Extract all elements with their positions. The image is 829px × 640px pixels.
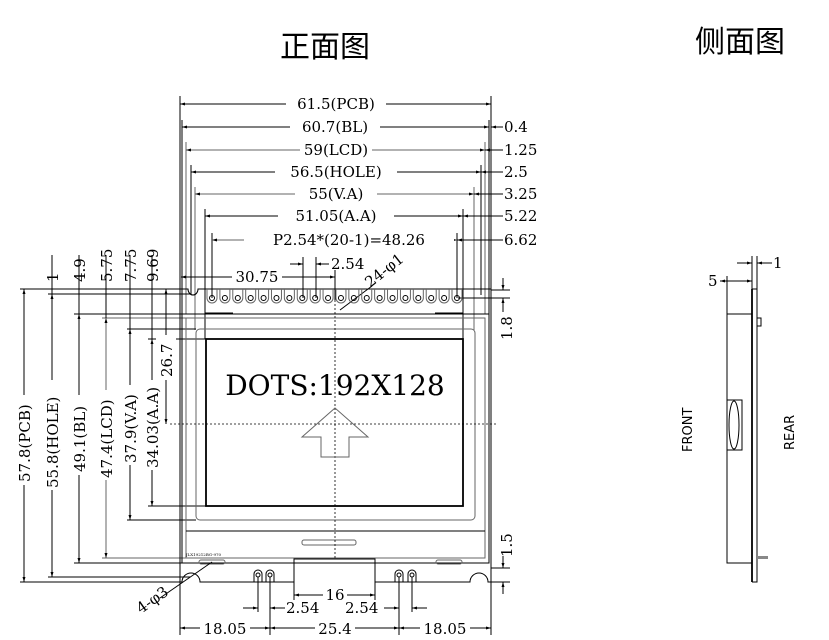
- pin-hole: [260, 295, 267, 301]
- pin-hole: [221, 295, 228, 301]
- left-dimensions: 57.8(PCB) 55.8(HOLE) 49.1(BL) 47.4(LCD) …: [14, 249, 206, 583]
- pin-pad: [258, 289, 270, 304]
- dim-pitch-right: 2.54: [345, 599, 378, 617]
- bottom-pins: [253, 569, 417, 582]
- dim-pin-offset: 30.75: [236, 268, 279, 286]
- pin-hole: [247, 295, 254, 301]
- pin-hole: [363, 295, 370, 301]
- dim-side-pcb: 1: [773, 254, 783, 272]
- dim-bottom-mid: 25.4: [318, 620, 351, 638]
- dim-offset-3: 5.75: [98, 249, 116, 282]
- pin-hole: [402, 295, 409, 301]
- side-view: 5 1 FRONT REAR: [681, 254, 798, 583]
- pin-pad: [387, 289, 399, 304]
- pin-row: [206, 289, 463, 304]
- pin-hole: [234, 295, 241, 301]
- dim-right-4: 5.22: [504, 207, 537, 225]
- pin-pad: [322, 289, 334, 304]
- pin-pad: [296, 289, 308, 304]
- pin-pad: [361, 289, 373, 304]
- dim-side-thickness: 5: [708, 272, 718, 290]
- pin-pad: [283, 289, 295, 304]
- dim-bl-width: 60.7(BL): [302, 118, 368, 136]
- pin-hole: [376, 295, 383, 301]
- dim-hole-height: 55.8(HOLE): [44, 397, 62, 488]
- right-dimensions: 0.4 1.25 2.5 3.25 5.22 6.62 1.8 1.5: [457, 118, 537, 594]
- pin-pad: [374, 289, 386, 304]
- dim-right-5: 6.62: [504, 231, 537, 249]
- dim-slot-width: 16: [325, 586, 344, 604]
- dim-pitch-left: 2.54: [286, 599, 319, 617]
- dim-bottom-left: 18.05: [204, 620, 247, 638]
- dim-lcd-width: 59(LCD): [304, 141, 368, 159]
- dim-pcb-width: 61.5(PCB): [297, 95, 375, 113]
- rear-label: REAR: [783, 415, 798, 450]
- pin-hole: [209, 295, 215, 301]
- bottom-dimensions: 18.05 25.4 18.05 16 2.54 2.54 4-φ3: [133, 561, 492, 638]
- dim-bottom-offset: 1.5: [498, 533, 516, 557]
- pin-hole: [415, 295, 422, 301]
- display-resolution-label: DOTS:192X128: [225, 369, 445, 402]
- pin-hole: [273, 295, 280, 301]
- dim-offset-2: 4.9: [71, 258, 89, 282]
- dim-mount-holes: 4-φ3: [133, 583, 172, 618]
- pin-pad: [412, 289, 424, 304]
- dim-hole-width: 56.5(HOLE): [290, 163, 381, 181]
- dim-right-1: 1.25: [504, 141, 537, 159]
- module-front-view: DOTS:192X128 JLX19212BG-970: [170, 280, 496, 583]
- front-label: FRONT: [681, 408, 696, 452]
- dim-offset-1: 1: [44, 272, 62, 282]
- dim-center-height: 26.7: [158, 344, 176, 377]
- pin-hole: [389, 295, 396, 301]
- dim-lcd-height: 47.4(LCD): [98, 399, 116, 478]
- part-number-label: JLX19212BG-970: [185, 552, 222, 557]
- pin-pad: [206, 289, 218, 304]
- pin-hole: [299, 295, 306, 301]
- pin-hole: [325, 295, 332, 301]
- dim-va-width: 55(V.A): [309, 185, 364, 203]
- pin-hole: [286, 295, 293, 301]
- pin-hole: [428, 295, 435, 301]
- front-view-title: 正面图: [280, 30, 370, 65]
- pin-pad: [309, 289, 321, 304]
- pin-hole: [312, 295, 319, 301]
- dim-offset-4: 7.75: [122, 249, 140, 282]
- pin-pad: [438, 289, 450, 304]
- pin-pad: [335, 289, 347, 304]
- dim-right-3: 3.25: [504, 185, 537, 203]
- pin-hole: [454, 295, 460, 301]
- pin-hole: [337, 295, 344, 301]
- pin-pad: [425, 289, 437, 304]
- pin-pad: [270, 289, 282, 304]
- dim-aa-height: 34.03(A.A): [144, 387, 162, 468]
- dim-bottom-right: 18.05: [424, 620, 467, 638]
- pin-pad: [399, 289, 411, 304]
- pin-pad: [232, 289, 244, 304]
- dim-pin-row-offset: 1.8: [498, 316, 516, 340]
- dim-pin-holes: 24-φ1: [361, 250, 407, 291]
- dim-va-height: 37.9(V.A): [122, 394, 140, 463]
- side-view-title: 侧面图: [695, 25, 785, 60]
- top-dimensions: 61.5(PCB) 60.7(BL) 59(LCD) 56.5(HOLE) 55…: [179, 95, 492, 339]
- dim-pin-span: P2.54*(20-1)=48.26: [273, 231, 425, 249]
- pin-pad: [348, 289, 360, 304]
- dim-pin-pitch: 2.54: [331, 255, 364, 273]
- dim-aa-width: 51.05(A.A): [295, 207, 376, 225]
- dim-bl-height: 49.1(BL): [71, 406, 89, 472]
- dim-right-2: 2.5: [504, 163, 528, 181]
- orientation-arrow-icon: [300, 407, 370, 458]
- pin-pad: [245, 289, 257, 304]
- dim-offset-5: 9.69: [144, 249, 162, 282]
- pin-hole: [350, 295, 357, 301]
- dim-pcb-height: 57.8(PCB): [16, 404, 34, 482]
- pin-pad: [451, 289, 463, 304]
- pin-pad: [219, 289, 231, 304]
- dim-right-0: 0.4: [504, 118, 528, 136]
- pin-hole: [441, 295, 448, 301]
